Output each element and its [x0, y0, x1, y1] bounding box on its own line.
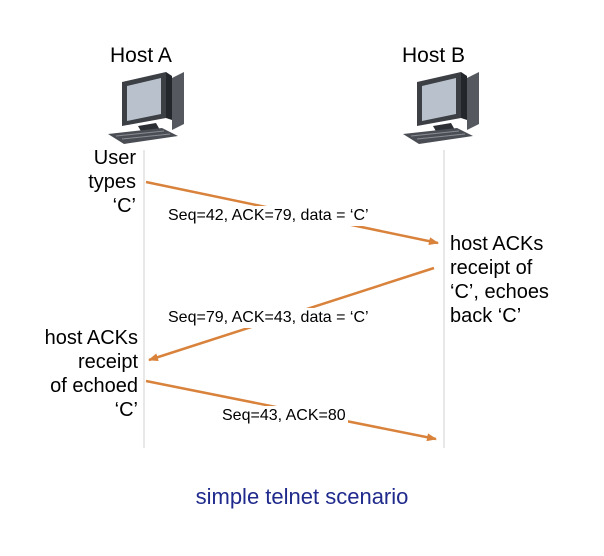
note-line: of echoed: [50, 375, 138, 397]
host-a-computer-icon: [107, 71, 185, 145]
user-types-note: User types ‘C’: [40, 146, 136, 218]
note-line: User: [93, 147, 136, 169]
diagram-caption: simple telnet scenario: [195, 484, 409, 509]
host-b-label: Host B: [402, 44, 466, 67]
message-label-2: Seq=79, ACK=43, data = ‘C’: [166, 308, 371, 328]
note-line: back ‘C’: [450, 305, 522, 327]
note-line: types: [88, 171, 136, 193]
host-a-ack-note: host ACKs receipt of echoed ‘C’: [10, 326, 138, 422]
note-line: ‘C’: [112, 195, 136, 217]
host-b-computer-icon: [402, 71, 480, 145]
host-a-label: Host A: [110, 44, 172, 67]
note-line: ‘C’, echoes: [450, 281, 549, 303]
message-label-3: Seq=43, ACK=80: [220, 406, 348, 426]
note-line: receipt of: [450, 257, 533, 279]
note-line: ‘C’: [114, 399, 138, 421]
host-b-ack-note: host ACKs receipt of ‘C’, echoes back ‘C…: [450, 232, 549, 328]
note-line: host ACKs: [44, 327, 138, 349]
note-line: host ACKs: [450, 233, 544, 255]
note-line: receipt: [77, 351, 138, 373]
message-label-1: Seq=42, ACK=79, data = ‘C’: [166, 206, 371, 226]
